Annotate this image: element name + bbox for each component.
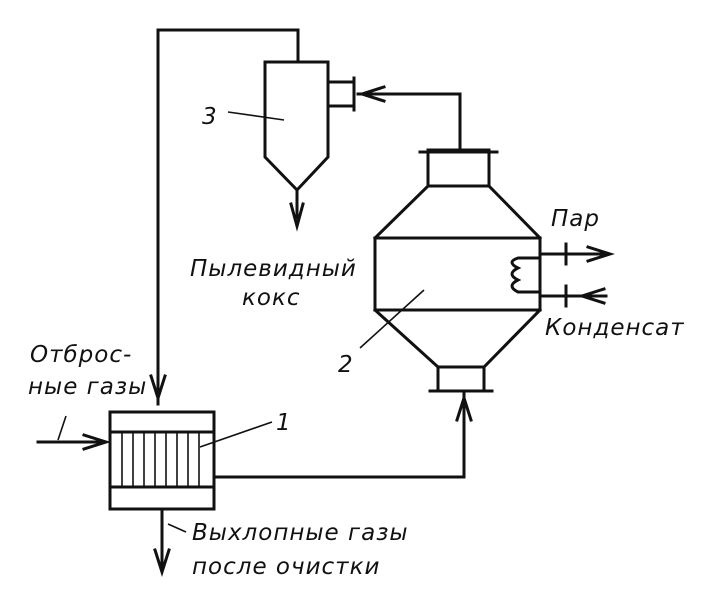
condensate-line [538,284,608,308]
down-arrow-into-exchanger [149,374,167,403]
exchanger-tubes [121,432,200,487]
label-steam: Пар [551,206,600,232]
label-dust-coke-line1: Пылевидный [190,256,357,282]
label-waste-gas-line2: ные газы [28,374,147,400]
label-unit-3: 3 [202,104,217,130]
right-arrow-waste-gas [82,433,111,451]
down-arrow-exhaust [153,548,171,577]
label-exhaust-line1: Выхлопные газы [192,520,409,546]
label-condensate: Конденсат [545,315,685,341]
label-unit-2: 2 [338,352,353,378]
leader-line-waste-gas [57,415,67,441]
return-gas-pipeline [149,28,300,406]
label-exhaust-line2: после очистки [192,554,380,580]
left-arrow-into-cyclone [357,85,386,103]
cyclone-separator [263,60,356,232]
right-arrow-steam [586,245,615,263]
exhaust-outlet [153,507,187,577]
up-arrow-into-reactor [455,393,473,422]
heat-exchanger [108,410,216,511]
left-arrow-condensate [577,287,606,305]
leader-line-exhaust [167,523,187,533]
leader-line-2 [359,289,425,349]
reactor-to-cyclone-pipeline [356,85,462,152]
leader-line-3 [227,111,285,121]
label-unit-1: 1 [276,410,291,436]
exchanger-to-reactor-pipeline [212,390,473,479]
label-waste-gas-line1: Отброс- [30,342,132,368]
label-dust-coke-line2: кокс [242,285,301,311]
down-arrow-dust-coke [289,202,305,232]
steam-line [538,242,615,266]
leader-line-1 [199,421,273,448]
waste-gas-inlet [36,415,111,451]
reactor-vessel [372,148,543,393]
